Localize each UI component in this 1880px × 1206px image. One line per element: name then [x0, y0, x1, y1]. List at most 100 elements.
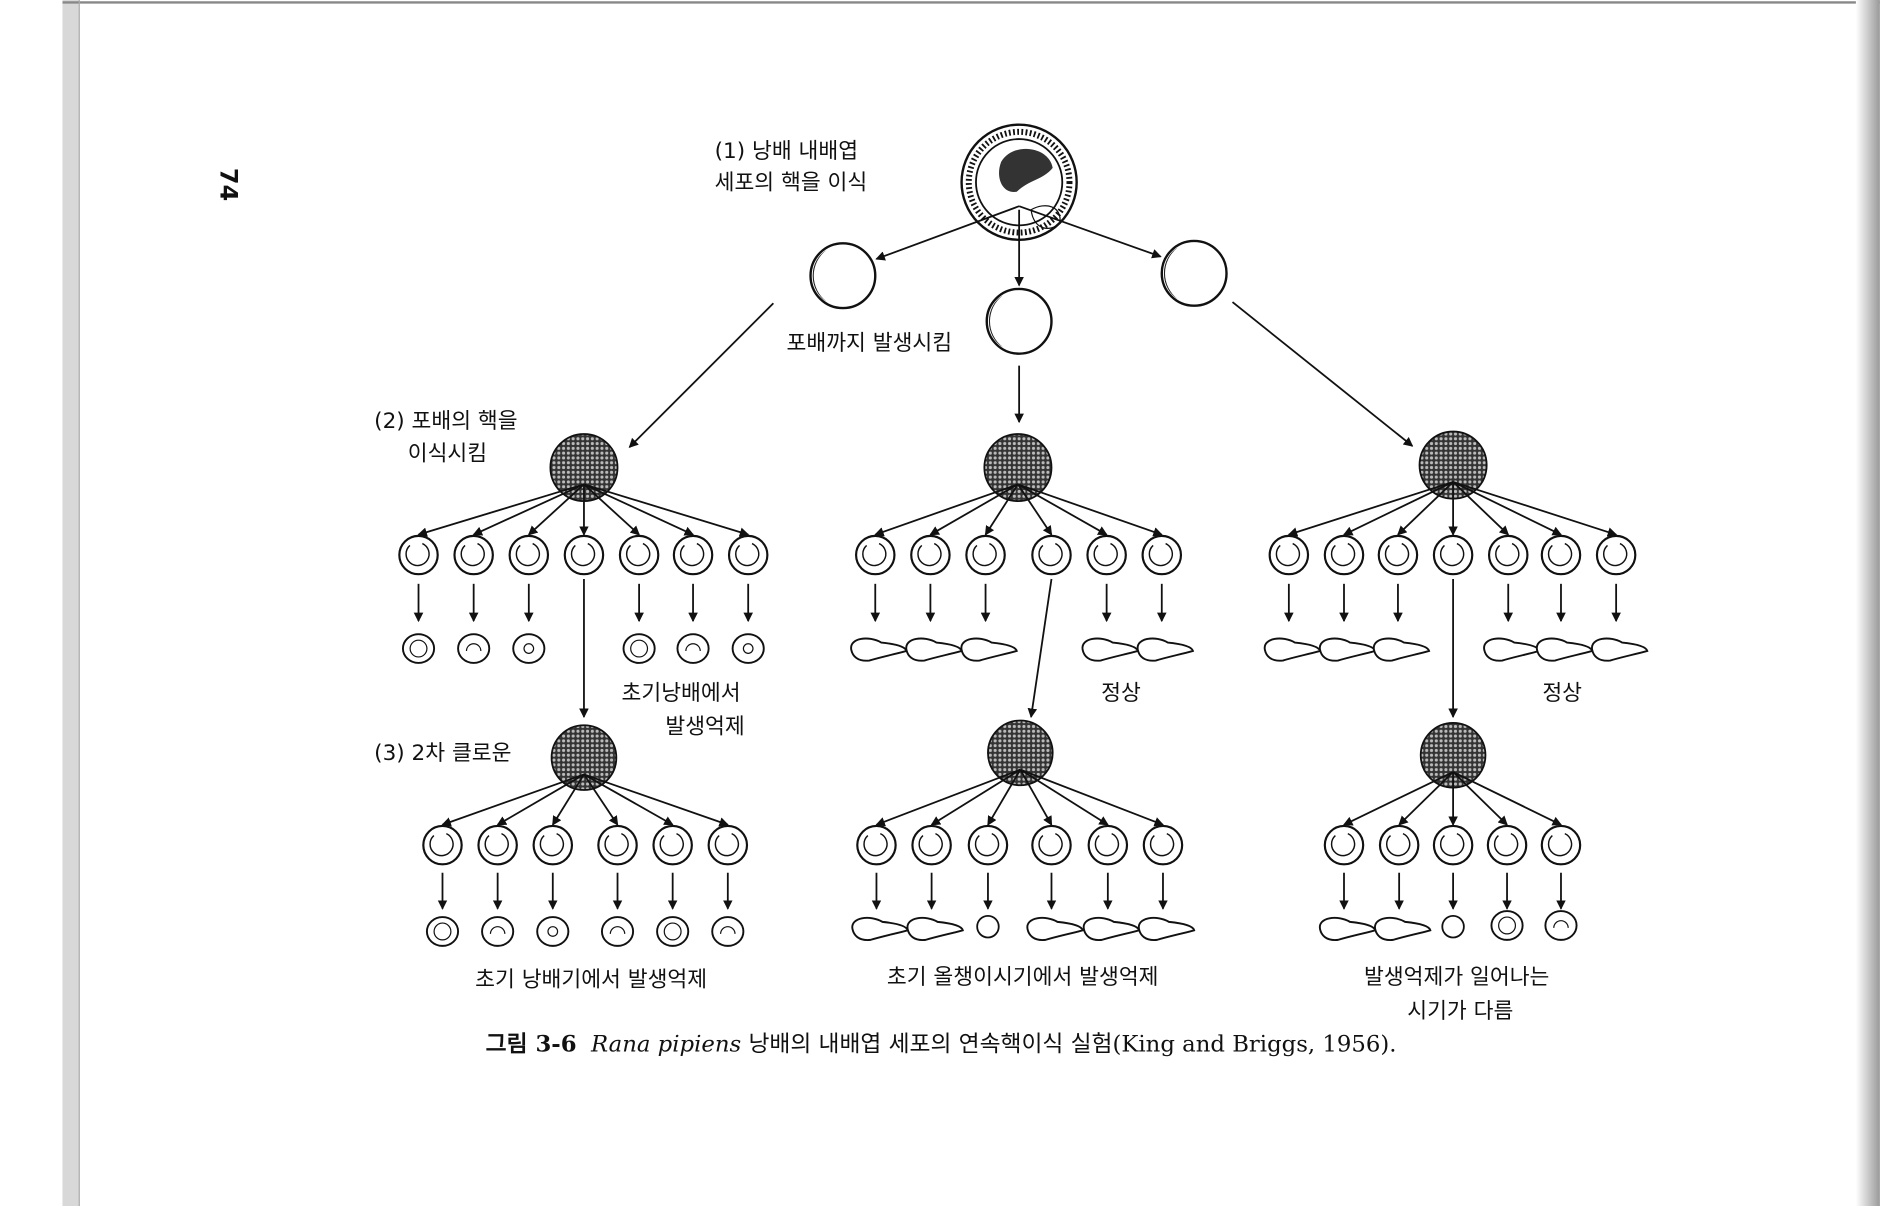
egg-cell-icon — [532, 824, 574, 866]
egg-cell-icon — [1141, 534, 1183, 576]
egg-nucleus-mark — [1603, 542, 1628, 567]
egg-nucleus-mark — [735, 542, 760, 567]
right-row2-result-line1: 발생억제가 일어나는 — [1364, 965, 1549, 990]
arrow — [527, 483, 585, 536]
egg-nucleus-mark — [429, 832, 454, 857]
blastula-shade — [812, 249, 827, 302]
arrested-embryo-icon — [1441, 914, 1465, 939]
egg-cell-icon — [1031, 824, 1072, 866]
egg-cell-icon — [1142, 824, 1184, 866]
embryo-inner-mark — [523, 643, 535, 654]
egg-cell-icon — [1087, 824, 1129, 866]
egg-cell-icon — [1323, 534, 1365, 576]
arrow — [441, 773, 585, 827]
arrow — [583, 483, 695, 536]
egg-nucleus-mark — [515, 542, 541, 567]
egg-cell-icon — [911, 824, 952, 866]
arrow — [628, 302, 775, 449]
arrow — [1018, 205, 1162, 259]
egg-nucleus-mark — [974, 832, 1000, 857]
caption-text: 낭배의 내배엽 세포의 연속핵이식 실험(King and Briggs, 19… — [741, 1031, 1396, 1057]
mid-row2-result: 초기 올챙이시기에서 발생억제 — [887, 965, 1159, 990]
egg-nucleus-mark — [679, 542, 705, 567]
tadpole-icon — [1374, 916, 1432, 941]
arrow — [583, 483, 750, 537]
arrow — [1019, 768, 1165, 827]
arrow — [1017, 483, 1053, 536]
egg-nucleus-mark — [1495, 542, 1520, 567]
step1-label-line2: 세포의 핵을 이식 — [715, 170, 868, 195]
embryo-inner-mark — [465, 643, 482, 652]
step2-label-line2: 이식시킴 — [408, 441, 487, 466]
egg-nucleus-mark — [1038, 832, 1063, 857]
tadpole-icon — [851, 916, 909, 941]
arrow — [1019, 768, 1109, 826]
tadpole-icon — [1536, 637, 1594, 662]
egg-cell-icon — [597, 824, 638, 866]
page-number: 74 — [215, 168, 243, 201]
egg-nucleus-mark — [405, 542, 430, 567]
egg-nucleus-mark — [570, 542, 596, 567]
egg-nucleus-mark — [1439, 542, 1465, 567]
egg-nucleus-mark — [714, 832, 740, 857]
left-row1-result-line1: 초기낭배에서 — [622, 681, 741, 706]
egg-nucleus-mark — [1384, 542, 1410, 567]
left-row1-result-line2: 발생억제 — [665, 715, 744, 740]
egg-cell-icon — [508, 534, 550, 576]
egg-cell-icon — [618, 534, 660, 576]
arrow — [984, 483, 1019, 536]
tadpole-icon — [1138, 916, 1196, 941]
egg-cell-icon — [1086, 534, 1127, 576]
arrow — [1452, 771, 1563, 826]
blastula-icon — [809, 242, 877, 310]
egg-nucleus-mark — [862, 542, 887, 567]
arrow — [1027, 578, 1053, 719]
egg-cell-icon — [1595, 534, 1637, 576]
arrow — [552, 773, 585, 826]
blastula-label: 포배까지 발생시킴 — [787, 331, 953, 356]
arrested-embryo-icon — [656, 916, 690, 947]
egg-cell-icon — [1323, 824, 1365, 866]
step2-label-line1: (2) 포배의 핵을 — [374, 409, 517, 434]
egg-nucleus-mark — [1493, 832, 1519, 857]
egg-cell-icon — [398, 534, 439, 576]
arrested-embryo-icon — [976, 914, 1000, 939]
egg-nucleus-mark — [484, 832, 509, 857]
arrested-embryo-icon — [1544, 910, 1578, 941]
arrested-embryo-icon — [401, 633, 436, 664]
arrow — [496, 773, 585, 826]
arrested-embryo-icon — [676, 633, 710, 664]
step3-label: (3) 2차 클로운 — [374, 741, 511, 766]
egg-cell-icon — [652, 824, 693, 866]
arrow — [583, 773, 619, 826]
tadpole-icon — [1483, 637, 1541, 662]
egg-cell-icon — [1378, 824, 1420, 866]
arrow — [583, 483, 640, 536]
egg-nucleus-mark — [972, 542, 997, 567]
arrow — [1019, 769, 1053, 826]
egg-nucleus-mark — [1330, 542, 1356, 567]
embryo-inner-mark — [489, 926, 506, 934]
egg-cell-icon — [1540, 534, 1582, 576]
tadpole-icon — [1026, 916, 1084, 941]
arrow — [875, 768, 1021, 827]
egg-cell-icon — [422, 824, 463, 866]
arrested-embryo-icon — [600, 916, 635, 947]
arrested-embryo-icon — [512, 633, 546, 664]
blastula-shade — [988, 295, 1003, 348]
egg-cell-icon — [1486, 824, 1528, 866]
arrow — [929, 483, 1019, 536]
step1-label-line1: (1) 낭배 내배엽 — [715, 139, 858, 164]
arrow — [1398, 771, 1454, 826]
arrow — [875, 205, 1020, 261]
egg-nucleus-mark — [863, 832, 888, 857]
embryo-inner-mark — [742, 643, 754, 654]
embryo-inner-mark — [409, 639, 428, 658]
tadpole-icon — [1081, 637, 1139, 662]
arrow — [1452, 481, 1618, 537]
tadpole-icon — [960, 637, 1018, 662]
mid-row1-result: 정상 — [1101, 681, 1141, 706]
embryo-inner-mark — [547, 926, 559, 937]
egg-nucleus-mark — [626, 542, 651, 567]
